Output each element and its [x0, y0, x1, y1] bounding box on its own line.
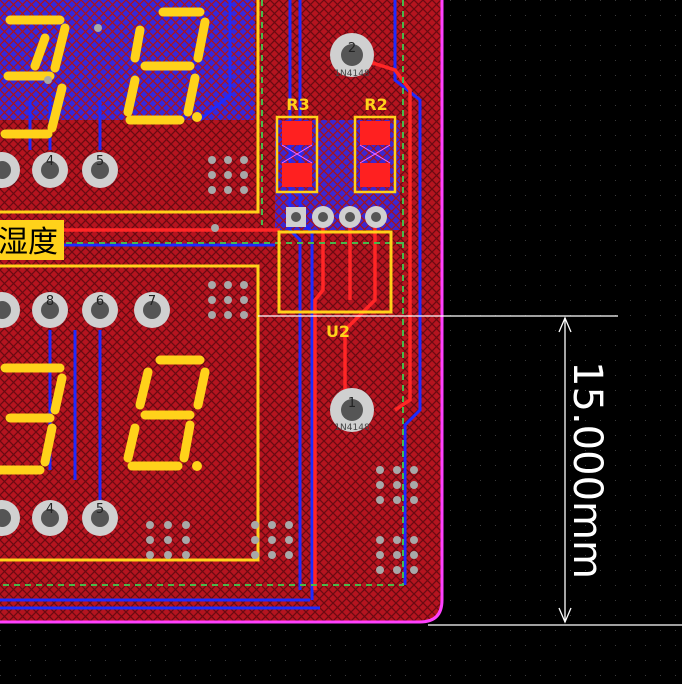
top-traces[interactable]: [0, 53, 412, 590]
pad-number: 1: [348, 396, 356, 411]
keepout-lines: [0, 0, 404, 586]
pad[interactable]: [330, 33, 374, 77]
pad-part-text: 1N4148: [334, 423, 370, 433]
pad[interactable]: [0, 500, 20, 536]
resistor-r2[interactable]: [353, 115, 397, 194]
seven-segment-display-top: [0, 7, 210, 139]
designator-u2[interactable]: U2: [326, 322, 350, 341]
decimal-point: [192, 112, 202, 122]
pad-number: 8: [46, 294, 54, 309]
dimension-measurement[interactable]: [258, 315, 682, 626]
pad-top-row[interactable]: [286, 206, 387, 228]
pad-number: 5: [96, 502, 104, 517]
pad-number: 7: [148, 294, 156, 309]
pad[interactable]: [82, 292, 118, 328]
resistor-r3[interactable]: [275, 115, 319, 194]
pad[interactable]: [32, 500, 68, 536]
pad[interactable]: [32, 292, 68, 328]
pad-number: 4: [46, 502, 54, 517]
via-array[interactable]: [44, 24, 418, 574]
silkscreen-outlines: [0, 0, 393, 562]
pad-number: 6: [96, 294, 104, 309]
through-hole-pads[interactable]: [0, 33, 387, 536]
pad[interactable]: [82, 152, 118, 188]
pad-number: 5: [96, 154, 104, 169]
seven-segment-display-bottom: [0, 355, 210, 475]
silk-label-humidity[interactable]: 湿度: [0, 225, 58, 260]
pad-part-text: 1N4148: [334, 69, 370, 79]
pad[interactable]: [82, 500, 118, 536]
pad-number: 4: [46, 154, 54, 169]
pad[interactable]: [134, 292, 170, 328]
pad-number: 2: [348, 41, 356, 56]
board-outline[interactable]: [0, 0, 444, 624]
designator-r3[interactable]: R3: [286, 95, 309, 114]
pad[interactable]: [0, 152, 20, 188]
ratsnest-lines: [281, 144, 391, 164]
decimal-point-2: [192, 461, 202, 471]
pad[interactable]: [330, 388, 374, 432]
designator-r2[interactable]: R2: [364, 95, 387, 114]
pad[interactable]: [0, 292, 20, 328]
pad[interactable]: [32, 152, 68, 188]
dimension-label[interactable]: 15.000mm: [564, 361, 610, 579]
silk-label-background: [0, 220, 64, 260]
